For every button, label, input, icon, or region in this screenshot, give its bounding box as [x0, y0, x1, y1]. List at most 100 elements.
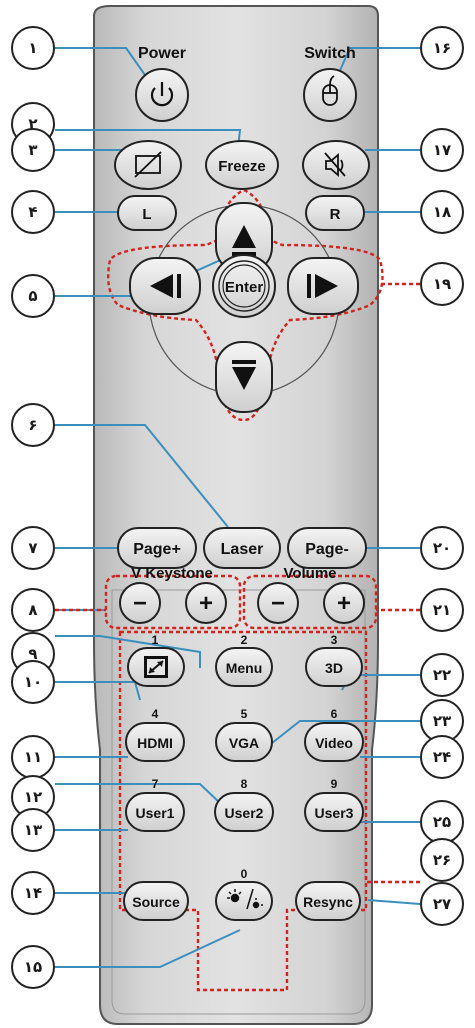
callout-8-text: ٨	[28, 601, 37, 619]
callout-12: ١٢	[11, 775, 55, 819]
vga-button[interactable]: VGA	[215, 722, 273, 762]
video-button[interactable]: Video	[304, 722, 364, 762]
callouts-left: ١ ٢ ٣ ۴ ۵ ۶ ٧ ٨ ٩ ١٠ ١١ ١٢ ١٣ ١۴ ١۵	[11, 26, 55, 989]
r-label: R	[330, 206, 341, 223]
3d-label: 3D	[325, 660, 343, 676]
video-label: Video	[315, 735, 353, 751]
callout-22-text: ٢٢	[433, 666, 451, 684]
l-button[interactable]: L	[117, 195, 177, 231]
enter-label: Enter	[225, 279, 264, 296]
callout-13-text: ١٣	[24, 821, 42, 839]
resync-button[interactable]: Resync	[295, 881, 361, 921]
switch-button[interactable]	[303, 68, 357, 122]
callout-16: ١۶	[420, 26, 464, 70]
callout-6: ۶	[11, 403, 55, 447]
callout-1: ١	[11, 26, 55, 70]
callout-20: ٢٠	[420, 526, 464, 570]
freeze-button[interactable]: Freeze	[205, 140, 279, 190]
power-label: Power	[138, 45, 186, 62]
freeze-label: Freeze	[218, 158, 266, 175]
callout-5-text: ۵	[28, 287, 37, 305]
callout-25: ٢۵	[420, 800, 464, 844]
user2-button[interactable]: User2	[214, 792, 274, 832]
callout-23-text: ٢٣	[433, 712, 451, 730]
hdmi-label: HDMI	[137, 735, 173, 751]
volume-plus-button[interactable]: +	[323, 582, 365, 624]
brightness-button[interactable]	[215, 881, 273, 921]
power-button[interactable]	[135, 68, 189, 122]
menu-label: Menu	[226, 660, 263, 676]
volume-minus-button[interactable]: −	[257, 582, 299, 624]
volume-highlight	[242, 574, 378, 630]
menu-button[interactable]: Menu	[215, 647, 273, 687]
key-num-6: 6	[331, 707, 338, 721]
user1-label: User1	[136, 805, 175, 821]
vga-label: VGA	[229, 735, 259, 751]
enter-button[interactable]: Enter	[212, 254, 276, 318]
key-num-0: 0	[241, 867, 248, 881]
user3-button[interactable]: User3	[304, 792, 364, 832]
right-button[interactable]	[287, 257, 359, 315]
keystone-plus-button[interactable]: +	[185, 582, 227, 624]
callout-17: ١٧	[420, 128, 464, 172]
callout-7: ٧	[11, 526, 55, 570]
source-button[interactable]: Source	[123, 881, 189, 921]
key-num-8: 8	[241, 777, 248, 791]
key-num-2: 2	[241, 633, 248, 647]
mute-icon	[324, 152, 346, 177]
key-num-3: 3	[331, 633, 338, 647]
keystone-minus-button[interactable]: −	[119, 582, 161, 624]
callout-26-text: ٢۶	[433, 851, 451, 869]
callout-10: ١٠	[11, 660, 55, 704]
down-arrow-icon	[232, 360, 256, 390]
3d-button[interactable]: 3D	[305, 647, 363, 687]
volume-label: Volume	[283, 565, 336, 582]
r-button[interactable]: R	[305, 195, 365, 231]
callout-8: ٨	[11, 588, 55, 632]
callout-24-text: ٢۴	[433, 748, 451, 766]
key-num-4: 4	[152, 707, 159, 721]
aspect-ratio-button[interactable]	[127, 647, 185, 687]
keystone-plus-label: +	[199, 590, 213, 617]
left-button[interactable]	[129, 257, 201, 315]
key-num-9: 9	[331, 777, 338, 791]
hdmi-button[interactable]: HDMI	[125, 722, 185, 762]
key-num-7: 7	[152, 777, 159, 791]
callout-3: ٣	[11, 128, 55, 172]
callout-18-text: ١٨	[433, 203, 451, 221]
left-arrow-icon	[150, 274, 181, 298]
callout-13: ١٣	[11, 808, 55, 852]
mute-button[interactable]	[302, 140, 370, 190]
user3-label: User3	[315, 805, 354, 821]
av-mute-button[interactable]	[114, 140, 182, 190]
callout-6-text: ۶	[28, 416, 37, 434]
callout-17-text: ١٧	[433, 141, 451, 159]
remote-inner-panel	[111, 589, 366, 1015]
callout-12-text: ١٢	[24, 788, 42, 806]
page-up-button[interactable]: Page+	[117, 527, 197, 569]
aspect-ratio-icon	[144, 656, 168, 678]
dpad-highlight-outline	[107, 188, 384, 422]
laser-button[interactable]: Laser	[203, 527, 281, 569]
down-button[interactable]	[215, 341, 273, 413]
source-label: Source	[132, 894, 180, 910]
callout-10-text: ١٠	[24, 673, 42, 691]
volume-plus-label: +	[337, 590, 351, 617]
keystone-highlight	[104, 574, 242, 630]
callout-26: ٢۶	[420, 838, 464, 882]
callout-14-text: ١۴	[24, 884, 42, 902]
keystone-minus-label: −	[133, 590, 147, 617]
page-down-button[interactable]: Page-	[287, 527, 367, 569]
l-label: L	[142, 206, 151, 223]
callout-21-text: ٢١	[433, 601, 451, 619]
key-num-1: 1	[152, 633, 159, 647]
power-icon	[150, 82, 174, 107]
callout-22: ٢٢	[420, 653, 464, 697]
dashed-leaders	[55, 282, 420, 884]
callout-25-text: ٢۵	[433, 813, 451, 831]
callout-2-text: ٢	[28, 115, 37, 133]
user1-button[interactable]: User1	[125, 792, 185, 832]
user2-label: User2	[225, 805, 264, 821]
v-keystone-label: V Keystone	[131, 565, 213, 582]
keypad-number-labels: 1 2 3 4 5 6 7 8 9 0	[152, 633, 338, 881]
